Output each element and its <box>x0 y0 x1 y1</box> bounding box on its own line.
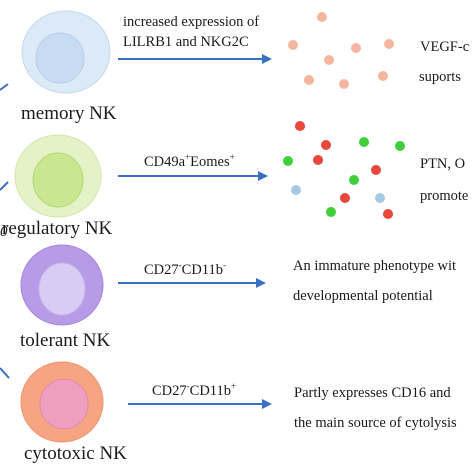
tolerant-cell-nucleus <box>38 262 86 316</box>
marker-base: CD11b <box>182 262 223 278</box>
dot-green <box>283 156 293 166</box>
memory-cell-nucleus <box>35 32 85 84</box>
left-arrow-fragment-3 <box>0 367 10 379</box>
cytotoxic-desc-line2: the main source of cytolysis <box>294 415 457 431</box>
regulatory-desc-line2: promote <box>420 188 468 204</box>
memory-marker-line2: LILRB1 and NKG2C <box>123 34 249 50</box>
memory-arrow <box>118 54 272 64</box>
dot-blue <box>375 193 385 203</box>
memory-secretion-dots <box>288 12 394 89</box>
dot-peach <box>384 39 394 49</box>
dot-peach <box>351 43 361 53</box>
tolerant-desc-line2: developmental potential <box>293 288 433 304</box>
dot-green <box>395 141 405 151</box>
dot-peach <box>304 75 314 85</box>
marker-sup: + <box>231 381 236 391</box>
regulatory-nk-label: regulatory NK <box>2 218 113 239</box>
dot-peach <box>324 55 334 65</box>
marker-sup: - <box>223 260 226 270</box>
dot-red <box>321 140 331 150</box>
cytotoxic-arrow <box>128 399 272 409</box>
marker-base: CD27 <box>144 262 179 278</box>
dot-red <box>371 165 381 175</box>
marker-sup: + <box>185 152 190 162</box>
marker-base: CD27 <box>152 383 187 399</box>
marker-sup: - <box>179 260 182 270</box>
marker-sup: - <box>187 381 190 391</box>
edge-glyph: 0 <box>0 224 8 240</box>
regulatory-desc-line1: PTN, O <box>420 156 465 172</box>
memory-desc-line1: VEGF-c <box>420 39 469 55</box>
marker-sup: + <box>230 152 235 162</box>
row-memory-nk: memory NK increased expression of LILRB1… <box>21 10 469 124</box>
row-regulatory-nk: regulatory NK CD49a+Eomes+ PTN, O promot… <box>2 121 468 239</box>
tolerant-nk-label: tolerant NK <box>20 330 111 351</box>
dot-red <box>313 155 323 165</box>
tolerant-arrow <box>118 278 266 288</box>
dot-peach <box>288 40 298 50</box>
row-cytotoxic-nk: cytotoxic NK CD27-CD11b+ Partly expresse… <box>20 361 457 464</box>
dot-green <box>326 207 336 217</box>
memory-nk-label: memory NK <box>21 103 117 124</box>
dot-red <box>295 121 305 131</box>
left-arrow-fragment-2 <box>0 181 9 191</box>
tolerant-desc-line1: An immature phenotype wit <box>293 258 456 274</box>
tolerant-marker: CD27-CD11b- <box>144 260 226 278</box>
dot-peach <box>378 71 388 81</box>
dot-green <box>359 137 369 147</box>
memory-desc-line2: suports <box>419 69 461 85</box>
dot-red <box>340 193 350 203</box>
marker-base: Eomes <box>190 154 230 170</box>
dot-red <box>383 209 393 219</box>
cytotoxic-desc-line1: Partly expresses CD16 and <box>294 385 451 401</box>
marker-base: CD11b <box>190 383 231 399</box>
marker-base: CD49a <box>144 154 186 170</box>
regulatory-cell-nucleus <box>32 152 84 208</box>
row-tolerant-nk: tolerant NK CD27-CD11b- An immature phen… <box>20 244 456 351</box>
regulatory-marker: CD49a+Eomes+ <box>144 152 235 170</box>
dot-green <box>349 175 359 185</box>
left-arrow-fragment-1 <box>0 83 9 91</box>
dot-blue <box>291 185 301 195</box>
memory-marker-line1: increased expression of <box>123 14 259 30</box>
cytotoxic-nk-label: cytotoxic NK <box>24 443 127 464</box>
regulatory-arrow <box>118 171 268 181</box>
regulatory-secretion-dots <box>283 121 405 219</box>
dot-peach <box>317 12 327 22</box>
left-edge-arrows: 0 <box>0 83 10 379</box>
cytotoxic-marker: CD27-CD11b+ <box>152 381 236 399</box>
dot-peach <box>339 79 349 89</box>
cytotoxic-cell-nucleus <box>39 378 89 430</box>
